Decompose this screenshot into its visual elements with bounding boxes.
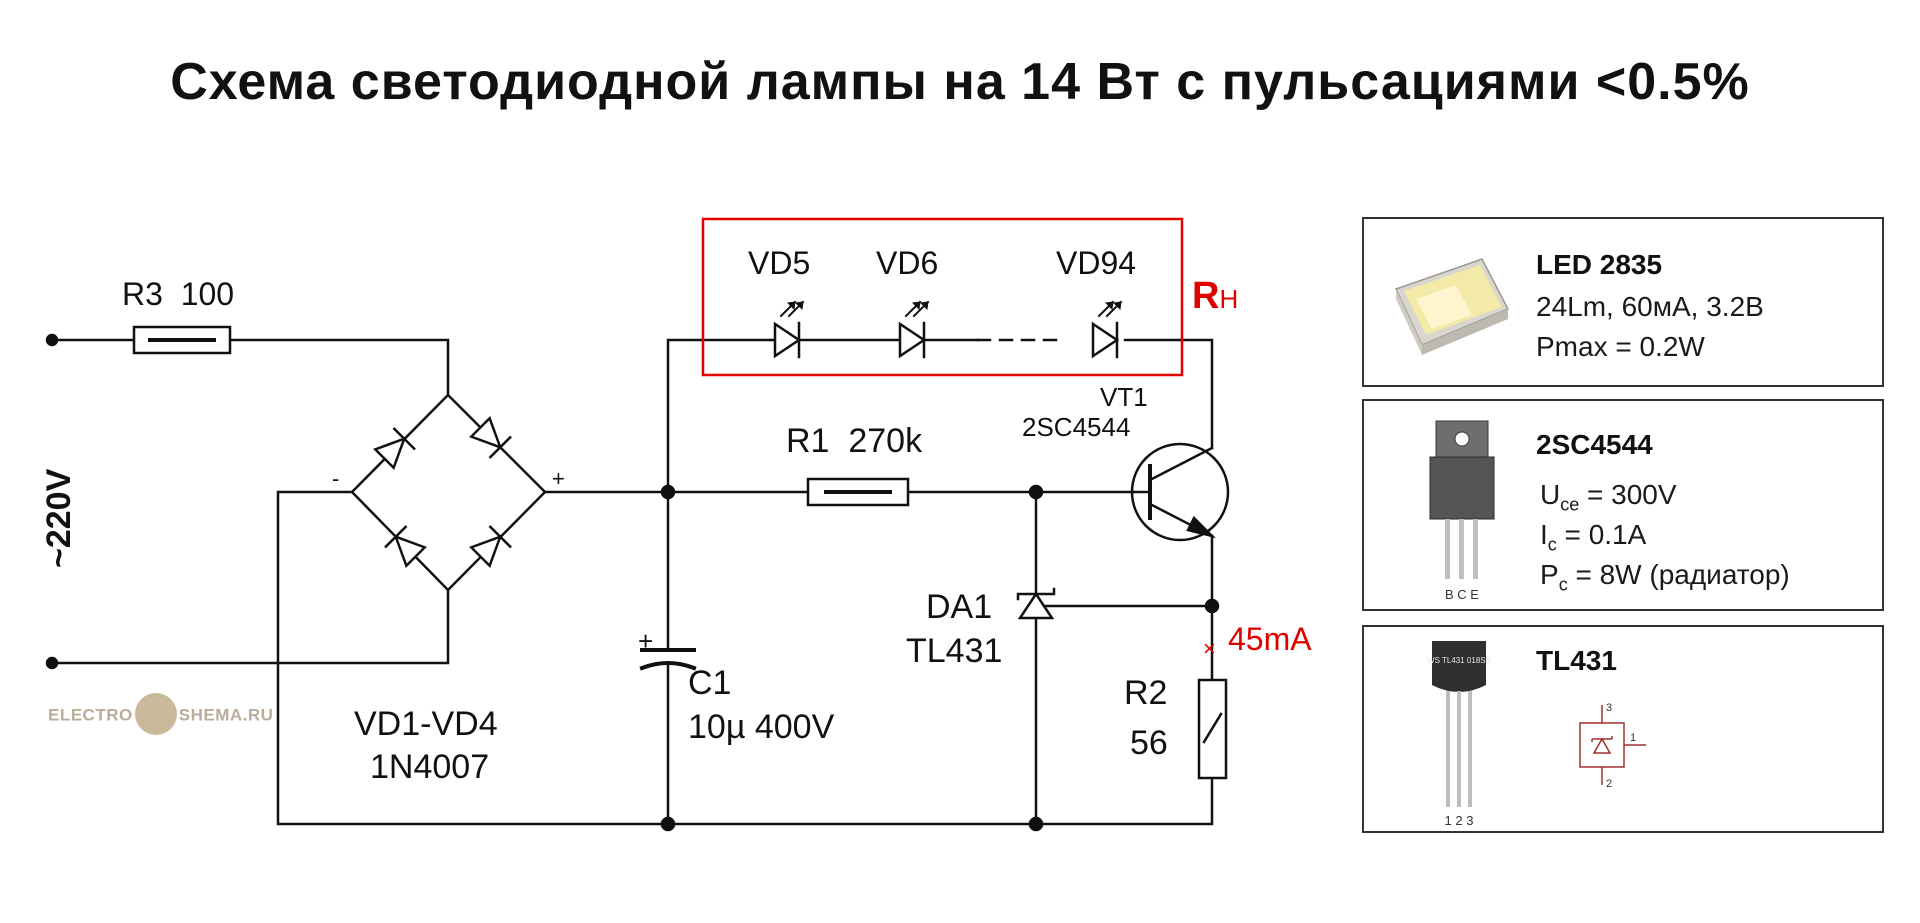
- current-label: 45mA: [1228, 621, 1312, 657]
- bridge-diode-4: [468, 525, 512, 569]
- tl431-card: WS TL431 018SB 1 2 3 TL431 3 1 2: [1362, 625, 1884, 833]
- vt1-name-label: VT1: [1100, 382, 1148, 412]
- bridge-part-label: 1N4007: [370, 748, 489, 786]
- da1-part-label: TL431: [906, 632, 1002, 670]
- tl431-pins: 1 2 3: [1445, 813, 1474, 828]
- load-label: RH: [1192, 275, 1238, 317]
- led-card-title: LED 2835: [1536, 249, 1663, 280]
- tl431-symbol-pin2: 2: [1606, 778, 1612, 790]
- load-highlight-box: [701, 217, 1184, 377]
- c1-plus-label: +: [638, 626, 653, 656]
- led-card-power: Pmax = 0.2W: [1536, 331, 1705, 362]
- diode-bridge: [350, 393, 547, 592]
- r2-name-label: R2: [1124, 674, 1167, 712]
- site-watermark: ELECTRO SHEMA.RU: [48, 693, 274, 737]
- vd6-label: VD6: [876, 245, 938, 281]
- wire-minus-rail: [276, 490, 1214, 826]
- load-label-sub: H: [1219, 284, 1238, 314]
- current-mark: ×: [1203, 636, 1216, 661]
- load-label-main: R: [1192, 275, 1219, 317]
- transistor-card-uce: Uce = 300V: [1540, 479, 1677, 515]
- tl431-body-text: WS TL431 018SB: [1427, 656, 1491, 665]
- to220-transistor-picture: B C E: [1429, 420, 1495, 602]
- watermark-left: ELECTRO: [48, 705, 133, 725]
- bridge-diode-3: [384, 525, 428, 569]
- tl431-symbol-pin1: 1: [1630, 732, 1636, 744]
- wire-n-input: [50, 588, 450, 665]
- transistor-card-title: 2SC4544: [1536, 429, 1653, 460]
- led-vd94: [1091, 300, 1123, 359]
- transistor-pins: B C E: [1445, 587, 1479, 602]
- da1-name-label: DA1: [926, 588, 992, 626]
- bridge-name-label: VD1-VD4: [354, 705, 498, 743]
- page-title: Схема светодиодной лампы на 14 Вт с пуль…: [170, 53, 1750, 111]
- led-card-spec: 24Lm, 60мА, 3.2В: [1536, 291, 1764, 322]
- tl431-symbol-icon: 3 1 2: [1579, 702, 1646, 790]
- shunt-regulator-da1: [1016, 587, 1056, 620]
- tl431-symbol-pin3: 3: [1606, 702, 1612, 714]
- tl431-card-title: TL431: [1536, 645, 1617, 676]
- r2-value-label: 56: [1130, 724, 1168, 762]
- capacitor-c1-plate-bottom: [639, 661, 697, 671]
- bridge-diode-1: [372, 427, 416, 471]
- led-2835-card: LED 2835 24Lm, 60мА, 3.2В Pmax = 0.2W: [1362, 217, 1884, 387]
- supply-label: ~220V: [40, 468, 78, 568]
- c1-name-label: C1: [688, 664, 731, 702]
- led-vd6: [898, 300, 930, 359]
- wire-plus-rail: [543, 338, 772, 494]
- vd94-label: VD94: [1056, 245, 1136, 281]
- wire-led-string: [768, 338, 1214, 450]
- vt1-part-label: 2SC4544: [1022, 412, 1130, 442]
- bridge-minus-label: -: [332, 466, 339, 491]
- watermark-right: SHEMA.RU: [178, 705, 274, 725]
- vd5-label: VD5: [748, 245, 810, 281]
- to92-tl431-picture: WS TL431 018SB 1 2 3: [1427, 641, 1491, 828]
- r1-label: R1 270k: [786, 422, 923, 460]
- smd-led-picture: [1394, 258, 1510, 355]
- transistor-card-ic: Ic = 0.1A: [1540, 519, 1647, 555]
- c1-value-label: 10µ 400V: [688, 708, 835, 746]
- watermark-logo-icon: [134, 693, 177, 735]
- transistor-2sc4544-card: B C E 2SC4544 Uce = 300V Ic = 0.1A Pc = …: [1362, 399, 1884, 611]
- led-vd5: [773, 300, 805, 359]
- bridge-plus-label: +: [552, 466, 565, 491]
- transistor-card-pc: Pc = 8W (радиатор): [1540, 559, 1790, 595]
- wire-l-input: [50, 338, 450, 397]
- r3-label: R3 100: [122, 276, 234, 312]
- bridge-diode-2: [468, 415, 512, 459]
